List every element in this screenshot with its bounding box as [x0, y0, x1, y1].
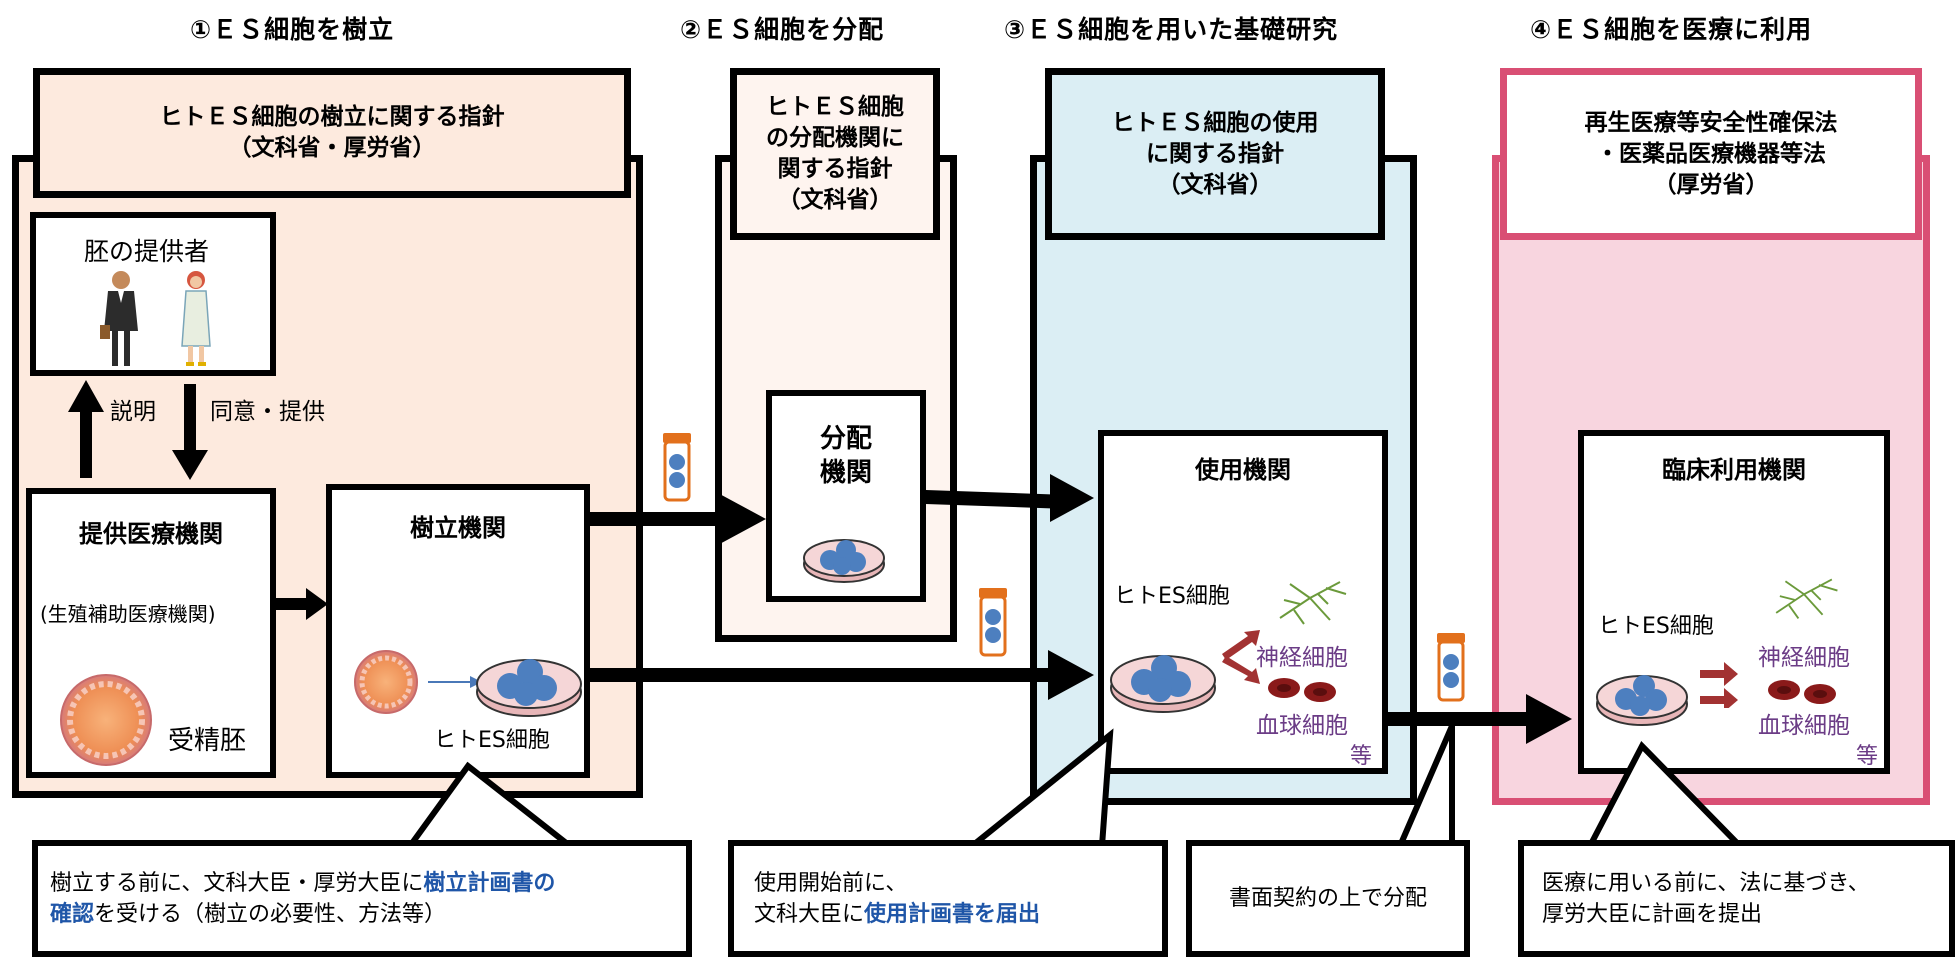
blood-cell-icon: [1768, 680, 1836, 704]
es-cell-dish-icon: [1110, 655, 1216, 713]
callout-establish: 樹立する前に、文科大臣・厚労大臣に樹立計画書の 確認を受ける（樹立の必要性、方法…: [32, 840, 692, 957]
user-cell-label: ヒトES細胞: [1114, 584, 1230, 609]
vial-icon: [663, 433, 691, 502]
establishment-title: 樹立機関: [410, 514, 506, 542]
callout-research: 使用開始前に、 文科大臣に使用計画書を届出: [728, 840, 1168, 957]
embryo-icon: [60, 674, 152, 766]
clinical-etc-label: 等: [1856, 744, 1879, 769]
user-blood-label: 血球細胞: [1256, 713, 1348, 739]
provider-box: 提供医療機関 (生殖補助医療機関) 受精胚: [26, 488, 276, 778]
donor-box: 胚の提供者: [30, 212, 276, 376]
user-neuron-label: 神経細胞: [1256, 645, 1348, 671]
clinical-blood-label: 血球細胞: [1758, 713, 1850, 739]
callout-distribute: 書面契約の上で分配: [1186, 840, 1470, 957]
establishment-box: 樹立機関 ヒトES細胞: [326, 484, 590, 778]
heading-distribute: ②ＥＳ細胞を分配: [680, 15, 885, 44]
guideline-distribute: ヒトＥＳ細胞の分配機関に関する指針（文科省）: [730, 68, 940, 240]
establishment-cell-label: ヒトES細胞: [434, 728, 550, 753]
clinical-neuron-label: 神経細胞: [1758, 645, 1850, 671]
differentiation-arrows-icon: [1222, 630, 1260, 684]
heading-research: ③ＥＳ細胞を用いた基礎研究: [1004, 15, 1339, 44]
embryo-label: 受精胚: [168, 726, 247, 756]
callout-medical: 医療に用いる前に、法に基づき、 厚労大臣に計画を提出: [1518, 840, 1955, 957]
guideline-establish: ヒトＥＳ細胞の樹立に関する指針（文科省・厚労省）: [33, 68, 631, 198]
neuron-icon: [1279, 581, 1347, 625]
neuron-icon: [1775, 578, 1838, 619]
distribution-title: 分配機関: [819, 424, 872, 488]
consent-label: 同意・提供: [210, 399, 325, 425]
provider-title: 提供医療機関: [79, 520, 223, 548]
donor-title: 胚の提供者: [84, 237, 210, 266]
embryo-small-icon: [354, 650, 418, 714]
man-figure-icon: [100, 271, 138, 366]
vial-icon: [1437, 633, 1465, 702]
user-title: 使用機関: [1195, 456, 1291, 484]
es-cell-dish-icon: [1596, 675, 1688, 726]
establishment-to-user-arrow: [590, 650, 1094, 700]
es-cell-dish-icon: [476, 659, 582, 717]
clinical-title: 臨床利用機関: [1662, 456, 1806, 484]
guideline-medical: 再生医療等安全性確保法・医薬品医療機器等法（厚労省）: [1500, 68, 1922, 240]
woman-figure-icon: [181, 271, 211, 366]
user-etc-label: 等: [1350, 744, 1373, 769]
small-arrow-icon: [428, 676, 482, 688]
distribution-box: 分配機関: [766, 390, 926, 602]
clinical-box: 臨床利用機関 ヒトES細胞 神経細胞 血球細胞 等: [1578, 430, 1890, 774]
heading-medical: ④ＥＳ細胞を医療に利用: [1530, 15, 1813, 44]
vial-icon: [979, 588, 1007, 657]
user-box: 使用機関 ヒトES細胞 神経細胞 血球細胞 等: [1098, 430, 1388, 774]
clinical-cell-label: ヒトES細胞: [1598, 614, 1714, 639]
explain-label: 説明: [110, 399, 156, 425]
es-cell-dish-icon: [803, 539, 885, 583]
guideline-research: ヒトＥＳ細胞の使用に関する指針（文科省）: [1045, 68, 1385, 240]
heading-establish: ①ＥＳ細胞を樹立: [190, 15, 395, 44]
differentiation-arrows-icon: [1700, 662, 1738, 708]
blood-cell-icon: [1268, 678, 1336, 702]
provider-subtitle: (生殖補助医療機関): [40, 602, 216, 626]
